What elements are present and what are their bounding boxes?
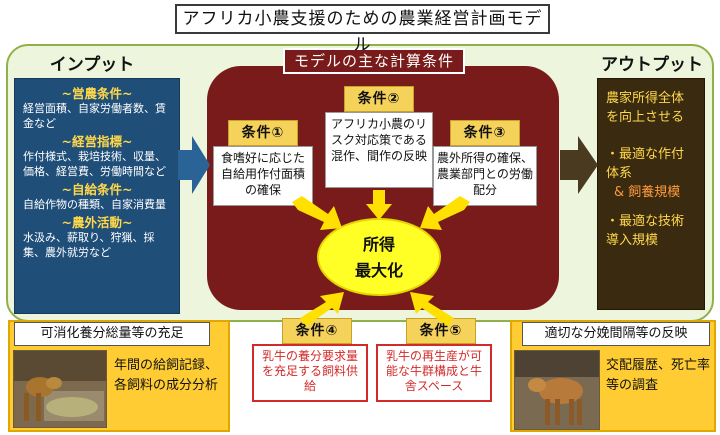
- calf-feeding-photo: [13, 350, 107, 428]
- diagram-title: アフリカ小農支援のための農業経営計画モデル: [175, 4, 550, 55]
- input-panel: ~営農条件~ 経営面積、自家労働者数、賃金など ~経営指標~ 作付様式、栽培技術…: [14, 78, 180, 314]
- input-group-head: ~自給条件~: [61, 182, 133, 197]
- calf-photo: [514, 350, 600, 430]
- condition-4-label: 条件④: [282, 318, 352, 344]
- condition-2-label: 条件②: [344, 86, 414, 112]
- output-item-technology: ・最適な技術導入規模: [606, 214, 685, 248]
- output-panel: 農家所得全体を向上させる ・最適な作付体系 & 飼養規模 ・最適な技術導入規模: [597, 78, 705, 310]
- right-callout-text: 交配履歴、死亡率等の調査: [606, 358, 711, 393]
- goal-line-2: 最大化: [354, 261, 403, 280]
- input-group-head: ~経営指標~: [61, 134, 133, 149]
- input-group-body: 経営面積、自家労働者数、賃金など: [23, 102, 166, 130]
- output-item-cropping: ・最適な作付体系: [606, 147, 685, 181]
- condition-4-text: 乳牛の養分要求量を充足する飼料供給: [252, 344, 368, 402]
- model-heading: モデルの主な計算条件: [283, 48, 465, 74]
- goal-line-1: 所得: [362, 235, 395, 254]
- output-item-livestock: & 飼養規模: [614, 185, 681, 200]
- right-callout-heading: 適切な分娩間隔等の反映: [522, 322, 710, 346]
- goal-income-maximization: 所得 最大化: [317, 218, 441, 296]
- condition-3-text: 農外所得の確保、農業部門との労働配分: [433, 146, 537, 206]
- condition-2-text: アフリカ小農のリスク対応策である混作、間作の反映: [325, 112, 433, 188]
- arrow-cond5-goal: [410, 292, 454, 326]
- condition-5-text: 乳牛の再生産が可能な牛群構成と牛舎スペース: [376, 344, 492, 402]
- input-group-head: ~営農条件~: [61, 86, 133, 101]
- left-callout-text: 年間の給飼記録、各飼料の成分分析: [114, 358, 219, 393]
- input-heading: インプット: [49, 55, 135, 75]
- arrow-cond1-goal: [292, 196, 342, 230]
- input-group-body: 自給作物の種類、自家消費量: [23, 198, 166, 211]
- output-main: 農家所得全体を向上させる: [606, 91, 685, 125]
- arrow-cond4-goal: [300, 292, 344, 326]
- input-group-head: ~農外活動~: [61, 215, 133, 230]
- input-group-body: 水汲み、薪取り、狩猟、採集、農外就労など: [23, 231, 155, 259]
- output-heading: アウトプット: [601, 55, 703, 75]
- condition-1-label: 条件①: [228, 120, 298, 146]
- condition-5-label: 条件⑤: [406, 318, 476, 344]
- output-arrow: [560, 136, 598, 194]
- input-group-body: 作付様式、栽培技術、収量、価格、経営費、労働時間など: [23, 150, 166, 178]
- condition-3-label: 条件③: [450, 120, 520, 146]
- condition-1-text: 食嗜好に応じた自給用作付面積の確保: [213, 146, 313, 206]
- arrow-cond2-goal: [366, 190, 392, 220]
- left-callout-heading: 可消化養分総量等の充足: [14, 322, 210, 346]
- arrow-cond3-goal: [420, 196, 470, 230]
- input-arrow: [178, 136, 210, 194]
